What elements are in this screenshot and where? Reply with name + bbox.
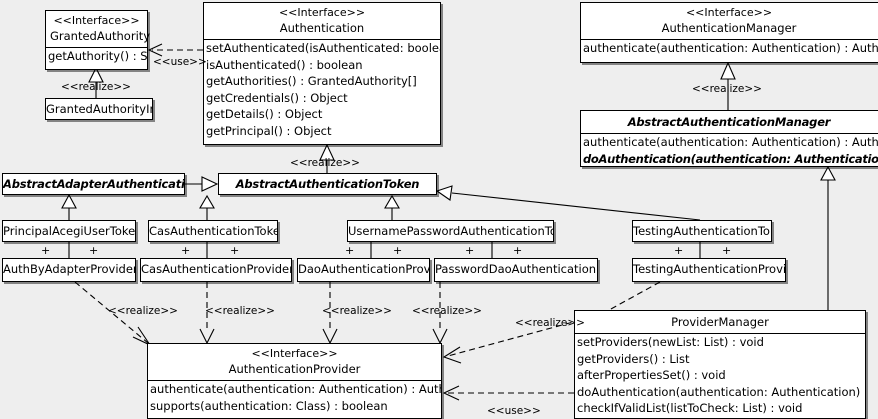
multiplicity-marker: + xyxy=(230,244,240,257)
operation: getDetails() : Object xyxy=(206,107,323,121)
multiplicity-marker: + xyxy=(465,244,475,257)
operations-compartment: authenticate(authentication: Authenticat… xyxy=(581,39,878,57)
edge-label-realize-abstract-authentication-token: <<realize>> xyxy=(290,157,360,169)
class-cas-authentication-token[interactable]: CasAuthenticationToken xyxy=(148,220,278,242)
class-name: GrantedAuthority xyxy=(50,29,151,43)
operation: getCredentials() : Object xyxy=(206,90,348,105)
class-testing-authentication-token[interactable]: TestingAuthenticationToken xyxy=(632,220,772,242)
class-authentication[interactable]: <<Interface>> Authentication setAuthenti… xyxy=(203,2,441,145)
operation: getAuthority() : String xyxy=(48,49,147,63)
operation: setAuthenticated(isAuthenticated: boolea… xyxy=(206,41,440,55)
class-name: AbstractAuthenticationManager xyxy=(627,115,831,129)
class-cas-authentication-provider[interactable]: CasAuthenticationProvider xyxy=(140,258,292,282)
operation: checkIfValidList(listToCheck: List) : vo… xyxy=(577,401,803,415)
class-password-dao-authentication-provider[interactable]: PasswordDaoAuthenticationProvider xyxy=(434,258,598,282)
operation: authenticate(authentication: Authenticat… xyxy=(583,135,878,149)
operations-compartment: authenticate(authentication: Authenticat… xyxy=(581,133,878,167)
class-principal-acegi-user-token[interactable]: PrincipalAcegiUserToken xyxy=(2,220,136,242)
operation: isAuthenticated() : boolean xyxy=(206,57,363,72)
stereotype-interface: <<Interface>> xyxy=(251,347,338,360)
operation: authenticate(authentication: Authenticat… xyxy=(150,382,441,396)
class-name: AuthenticationManager xyxy=(661,21,797,35)
multiplicity-marker: + xyxy=(513,244,523,257)
class-header: <<Interface>> GrantedAuthority xyxy=(46,11,151,47)
class-authentication-manager[interactable]: <<Interface>> AuthenticationManager auth… xyxy=(580,2,878,63)
operation: getPrincipal() : Object xyxy=(206,123,332,138)
class-abstract-adapter-authentication-token[interactable]: AbstractAdapterAuthenticationToken xyxy=(2,173,185,195)
class-header: <<Interface>> AuthenticationManager xyxy=(581,3,878,39)
class-dao-authentication-provider[interactable]: DaoAuthenticationProvider xyxy=(297,258,430,282)
multiplicity-marker: + xyxy=(722,244,732,257)
class-testing-authentication-provider[interactable]: TestingAuthenticationProvider xyxy=(632,258,786,282)
multiplicity-marker: + xyxy=(89,244,99,257)
edge-label-use-granted-authority: <<use>> xyxy=(153,56,207,68)
class-abstract-authentication-token[interactable]: AbstractAuthenticationToken xyxy=(218,173,437,195)
edge-label-realize-abstract-authentication-manager: <<realize>> xyxy=(692,83,762,95)
class-name: AuthenticationProvider xyxy=(228,362,361,376)
class-header: <<Interface>> AuthenticationProvider xyxy=(148,344,441,380)
multiplicity-marker: + xyxy=(181,244,191,257)
class-header: ProviderManager xyxy=(575,311,865,333)
edge-label-realize-dao-provider: <<realize>> xyxy=(322,305,392,317)
class-header: AbstractAuthenticationManager xyxy=(581,111,878,133)
class-authentication-provider[interactable]: <<Interface>> AuthenticationProvider aut… xyxy=(147,343,442,419)
operations-compartment: authenticate(authentication: Authenticat… xyxy=(148,380,441,414)
operation: setProviders(newList: List) : void xyxy=(577,335,764,349)
operation: getProviders() : List xyxy=(577,351,690,366)
edge-label-realize-password-dao-provider: <<realize>> xyxy=(412,305,482,317)
edge-label-use-provider-manager: <<use>> xyxy=(487,405,541,417)
multiplicity-marker: + xyxy=(393,244,403,257)
stereotype-interface: <<Interface>> xyxy=(278,6,366,19)
class-name: Authentication xyxy=(279,21,365,35)
operation: doAuthentication(authentication: Authent… xyxy=(583,151,878,166)
operations-compartment: getAuthority() : String xyxy=(46,47,147,65)
multiplicity-marker: + xyxy=(41,244,51,257)
operations-compartment: setProviders(newList: List) : void getPr… xyxy=(575,333,865,417)
edge-label-realize-provider-manager: <<realize>> xyxy=(515,317,585,329)
edge-label-realize-cas-provider: <<realize>> xyxy=(205,305,275,317)
multiplicity-marker: + xyxy=(674,244,684,257)
edge-label-realize-granted-authority-impl: <<realize>> xyxy=(61,81,131,93)
stereotype-interface: <<Interface>> xyxy=(53,14,140,27)
operation: afterPropertiesSet() : void xyxy=(577,368,726,382)
class-name: ProviderManager xyxy=(671,315,769,329)
class-granted-authority-impl[interactable]: GrantedAuthorityImpl xyxy=(45,98,153,120)
operation: getAuthorities() : GrantedAuthority[] xyxy=(206,74,417,88)
multiplicity-marker: + xyxy=(345,244,355,257)
stereotype-interface: <<Interface>> xyxy=(685,6,773,19)
class-granted-authority[interactable]: <<Interface>> GrantedAuthority getAuthor… xyxy=(45,10,151,70)
class-provider-manager[interactable]: ProviderManager setProviders(newList: Li… xyxy=(574,310,866,419)
edge-label-realize-auth-by-adapter: <<realize>> xyxy=(108,305,178,317)
operation: authenticate(authentication: Authenticat… xyxy=(583,41,878,55)
operation: doAuthentication(authentication: Authent… xyxy=(577,384,865,399)
class-header: <<Interface>> Authentication xyxy=(204,3,440,39)
class-abstract-authentication-manager[interactable]: AbstractAuthenticationManager authentica… xyxy=(580,110,878,167)
operation: supports(authentication: Class) : boolea… xyxy=(150,398,388,413)
class-auth-by-adapter-provider[interactable]: AuthByAdapterProvider xyxy=(2,258,136,282)
class-username-password-authentication-token[interactable]: UsernamePasswordAuthenticationToken xyxy=(347,220,554,242)
operations-compartment: setAuthenticated(isAuthenticated: boolea… xyxy=(204,39,440,139)
